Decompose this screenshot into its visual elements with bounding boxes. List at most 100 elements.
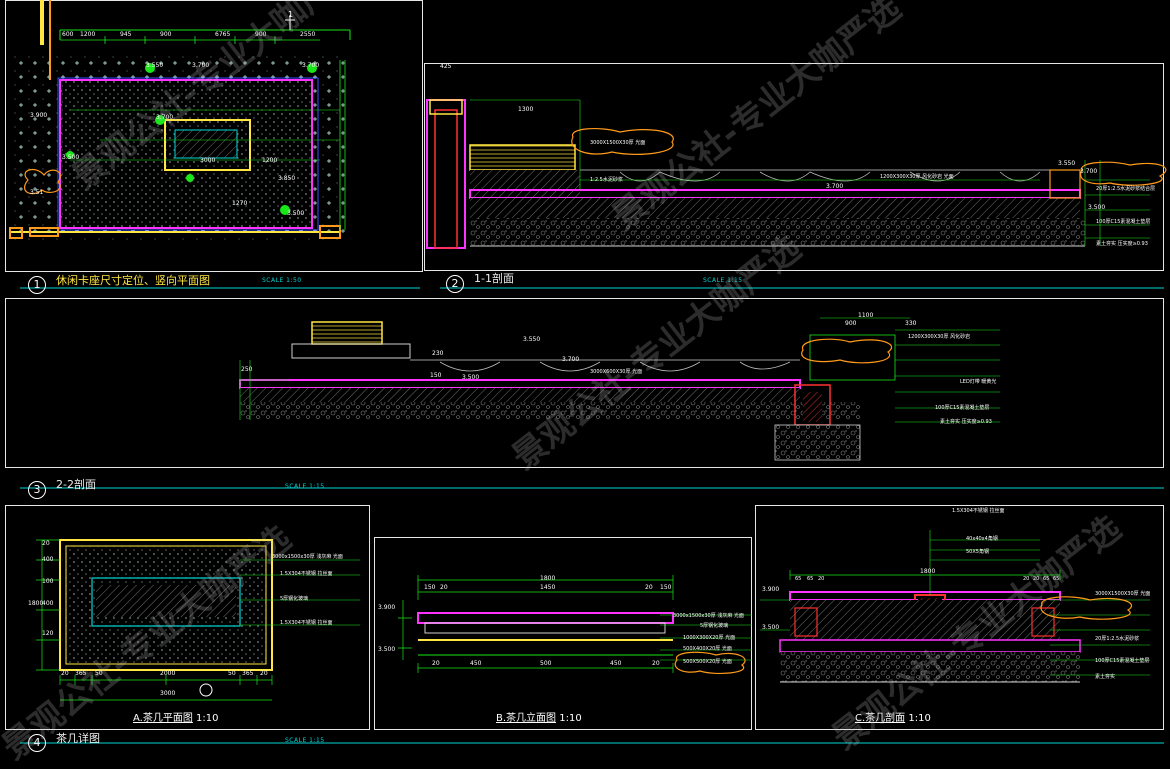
plan-elev-5: 3.900 [30,112,48,119]
tableC-dim-t6: 20 [1033,576,1040,582]
plan-elev-9: 3.51 [30,189,44,196]
tableA-dim-l6: 1800 [28,600,44,607]
tableA-dim-l4: 400 [42,600,54,607]
detail-title-c-scale: 1:10 [908,713,931,724]
tableA-dim-b1: 20 [61,670,69,677]
section2-dim-6: 150 [430,372,442,379]
tableB-elev-2: 3.500 [378,646,396,653]
tableA-dim-b5: 50 [228,670,236,677]
section2-dim-4: 230 [432,350,444,357]
tableC-elev-2: 3.500 [762,624,780,631]
tableA-dim-total: 3000 [160,690,176,697]
tableB-dim-b5: 20 [652,660,660,667]
drawing-number-3: 3 [28,481,46,499]
plan-elev-3: 3.700 [302,62,320,69]
tableA-dim-l5: 120 [42,630,54,637]
tableB-dim-t3: 20 [440,584,448,591]
frame-section-2 [5,298,1164,468]
tableB-elev-1: 3.900 [378,604,396,611]
tableB-note-2: 5厚钢化玻璃 [700,623,729,629]
tableC-dim-t7: 65 [1043,576,1050,582]
section-1-drawing [426,99,1167,249]
plan-dim-6: 900 [255,31,267,38]
detail-title-c-text: C.茶几剖面 [855,713,906,724]
tableC-note-1: 1.5X304不锈钢 拉丝面 [952,508,1005,514]
section2-dim-1: 1100 [858,312,874,319]
drawing-scale-1: SCALE 1:50 [262,277,302,284]
section2-elev-1: 3.550 [523,336,541,343]
frame-table-plan [5,505,370,730]
tableC-note-2: 40x40x4角钢 [966,536,998,542]
tableC-dim-t4: 20 [818,576,825,582]
section1-note-4: 100厚C15素混凝土垫层 [1096,219,1151,225]
detail-title-a: A.茶几平面图 1:10 [133,709,219,724]
detail-title-b-scale: 1:10 [559,713,582,724]
section1-elev-4: 3.500 [1088,204,1106,211]
table-plan-drawing [36,539,360,701]
section1-note-3: 20厚1:2.5水泥砂浆结合层 [1096,186,1156,192]
drawing-title-1: 休闲卡座尺寸定位、竖向平面图 [56,274,210,287]
tableA-dim-l1: 20 [42,540,50,547]
detail-title-a-text: A.茶几平面图 [133,713,193,724]
frame-table-section [755,505,1164,730]
tableC-note-4: 3000X1500X30厚 光面 [1095,591,1151,597]
tableB-dim-t1: 1800 [540,575,556,582]
tableC-note-6: 100厚C15素混凝土垫层 [1095,658,1150,664]
tableB-note-1: 3000x1500x30厚 浅灰麻 光面 [673,613,744,619]
drawing-scale-2: SCALE 1:15 [703,277,743,284]
tableB-note-5: 500X500X20厚 光面 [683,659,732,665]
tableA-dim-l2: 400 [42,556,54,563]
tableC-note-7: 素土夯实 [1095,674,1116,680]
section2-dim-2: 900 [845,320,857,327]
tableB-dim-b4: 450 [610,660,622,667]
section2-elev-2: 3.700 [562,356,580,363]
tableB-dim-t2: 150 [424,584,436,591]
plan-callout: 1 [288,10,294,19]
plan-dim-1: 600 [62,31,74,38]
section1-note-6: 1:2.5水泥砂浆 [590,177,623,183]
section1-note-5: 素土夯实 压实度≥0.93 [1096,241,1148,247]
drawing-title-2: 1-1剖面 [474,272,514,285]
plan-elev-1: 3.550 [146,62,164,69]
section1-dim-2: 1300 [518,106,534,113]
tableB-dim-t6: 150 [660,584,672,591]
plan-dim-2: 1200 [80,31,96,38]
tableA-dim-b2: 365 [75,670,87,677]
tableC-dim-t2: 65 [795,576,802,582]
drawing-title-3: 2-2剖面 [56,478,96,491]
plan-dim-inner-3: 1270 [232,200,248,207]
drawing-number-2: 2 [446,275,464,293]
tableB-dim-b3: 500 [540,660,552,667]
plan-dim-7: 2550 [300,31,316,38]
tableC-note-5: 20厚1:2.5水泥砂浆 [1095,636,1140,642]
frame-table-elevation [374,537,752,730]
tableA-dim-b4: 2000 [160,670,176,677]
drawing-number-1: 1 [28,276,46,294]
plan-elev-8: 3.500 [287,210,305,217]
plan-elev-7: 3.850 [278,175,296,182]
section1-note-1: 1200X300X30厚 风化砂岩 光面 [880,174,954,180]
plan-dim-5: 6765 [215,31,231,38]
title-lines [20,287,1164,744]
section2-elev-3: 3.500 [462,374,480,381]
section1-dim-1: 425 [440,63,452,70]
tableB-note-4: 500X400X20厚 光面 [683,646,732,652]
tableC-dim-t5: 20 [1023,576,1030,582]
plan-elev-4: 3.700 [156,114,174,121]
section1-note-2: 3000X1500X30厚 光面 [590,140,646,146]
section2-note-3: LED灯带 暖黄光 [960,379,997,385]
tableB-dim-t4: 1450 [540,584,556,591]
tableC-dim-t1: 1800 [920,568,936,575]
tableB-dim-b2: 450 [470,660,482,667]
detail-title-a-scale: 1:10 [196,713,219,724]
tableA-dim-l3: 100 [42,578,54,585]
tableA-dim-b3: 50 [95,670,103,677]
detail-title-c: C.茶几剖面 1:10 [855,709,931,724]
frame-plan [5,0,423,272]
plan-dim-inner-2: 1200 [262,157,278,164]
section2-note-1: 1200X300X30厚 风化砂岩 [908,334,971,340]
tableA-note-2: 1.5X304不锈钢 拉丝面 [280,571,333,577]
section1-elev-3: 3.550 [1058,160,1076,167]
detail-title-b-text: B.茶几立面图 [496,713,557,724]
